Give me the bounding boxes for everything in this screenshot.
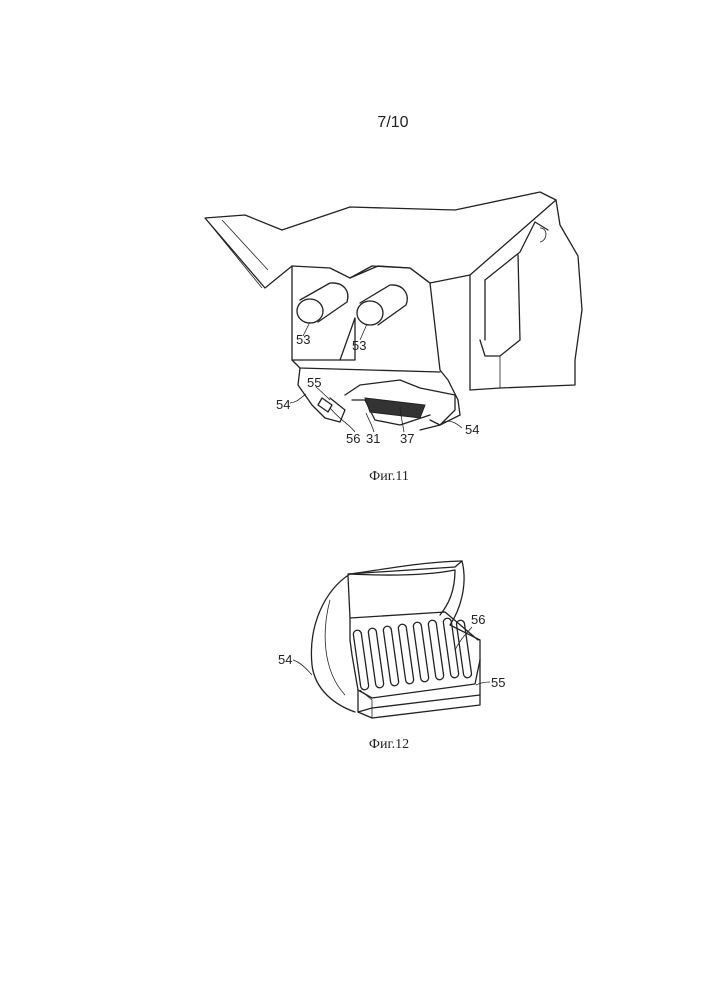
- label-55: 55: [491, 675, 505, 690]
- figure-12-slots: [353, 618, 472, 691]
- label-54: 54: [278, 652, 292, 667]
- figure-12-cap: [311, 561, 480, 718]
- label-56: 56: [471, 612, 485, 627]
- figure-12-labels: 56 54 55: [278, 612, 505, 690]
- figure-12-caption: Фиг.12: [0, 737, 707, 753]
